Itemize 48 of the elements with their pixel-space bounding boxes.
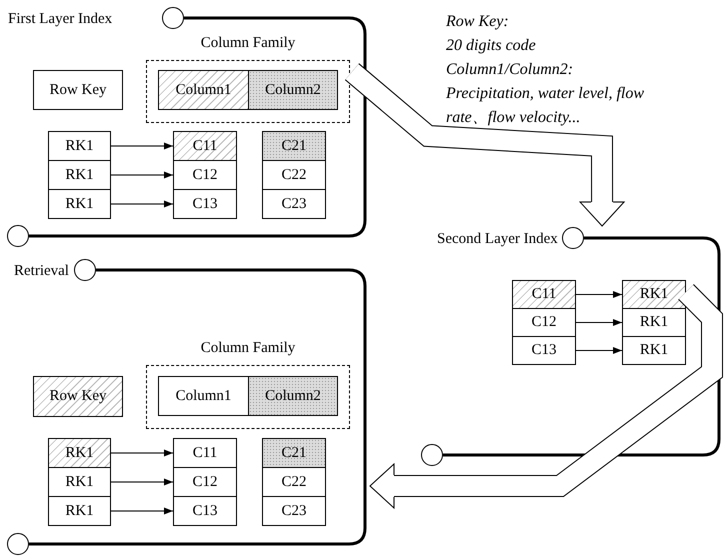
group-title: Column Family xyxy=(200,34,296,53)
table-cell: C13 xyxy=(173,496,237,526)
table-cell: C12 xyxy=(173,467,237,497)
table-cell: C22 xyxy=(262,160,326,190)
arrow xyxy=(110,142,174,150)
column-cell: Column2 xyxy=(248,376,338,416)
table-cell: C13 xyxy=(173,189,237,219)
panel-title: First Layer Index xyxy=(8,10,112,28)
arrow xyxy=(576,291,622,298)
table-cell: C12 xyxy=(173,160,237,190)
arrow xyxy=(110,200,174,208)
table-cell: C13 xyxy=(512,336,576,365)
table-cell: C22 xyxy=(262,467,326,497)
arrow xyxy=(576,319,622,326)
table-cell: C23 xyxy=(262,496,326,526)
table-cell: C21 xyxy=(262,131,326,161)
arrow xyxy=(110,508,174,514)
table-cell: RK1 xyxy=(48,189,111,219)
panel-title: Retrieval xyxy=(14,262,69,280)
table-cell: RK1 xyxy=(622,280,686,309)
column-cell: Column2 xyxy=(248,70,338,110)
arrow xyxy=(576,347,622,354)
table-cell: C11 xyxy=(173,438,237,468)
table-cell: RK1 xyxy=(622,308,686,337)
table-cell: RK1 xyxy=(622,336,686,365)
column-cell: Column1 xyxy=(158,70,249,110)
arrow xyxy=(110,478,174,486)
group-title: Column Family xyxy=(200,339,296,358)
table-cell: C11 xyxy=(512,280,576,309)
arrow xyxy=(110,172,174,178)
note-text: 20 digits code xyxy=(446,36,537,56)
key-cell: Row Key xyxy=(33,70,123,110)
column-cell: Column1 xyxy=(158,376,249,416)
note-text: Precipitation, water level, flow rate、flow velocity... xyxy=(446,84,646,128)
table-cell: RK1 xyxy=(48,438,111,468)
note-text: Column1/Column2: xyxy=(446,60,574,80)
table-cell: RK1 xyxy=(48,160,111,190)
panel-title: Second Layer Index xyxy=(437,230,558,248)
table-cell: C11 xyxy=(173,131,237,161)
arrow xyxy=(110,450,174,456)
table-cell: C21 xyxy=(262,438,326,468)
table-cell: C12 xyxy=(512,308,576,337)
table-cell: C23 xyxy=(262,189,326,219)
key-cell: Row Key xyxy=(33,376,123,417)
table-cell: RK1 xyxy=(48,496,111,526)
note-text: Row Key: xyxy=(446,12,510,32)
table-cell: RK1 xyxy=(48,131,111,161)
table-cell: RK1 xyxy=(48,467,111,497)
